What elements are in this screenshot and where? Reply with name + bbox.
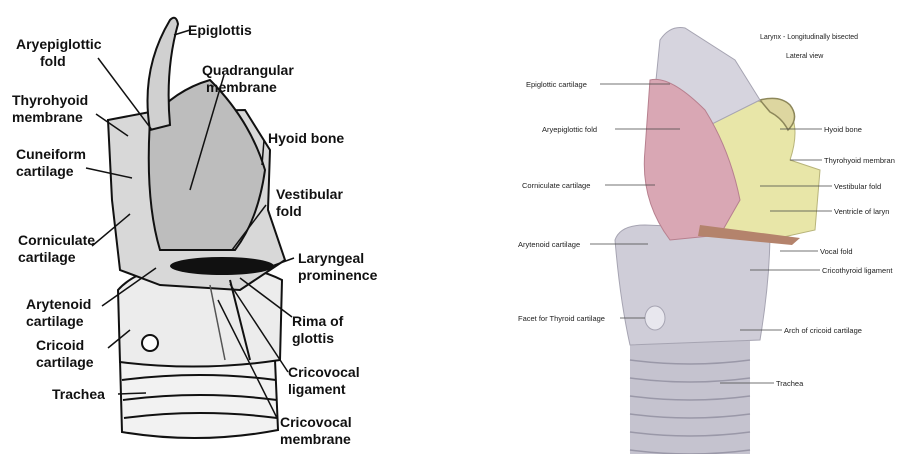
label-corniculate-line2: cartilage <box>18 249 76 266</box>
label-vocal-fold: Vocal fold <box>820 247 853 256</box>
label-arch-cricoid: Arch of cricoid cartilage <box>784 326 862 335</box>
label-corniculate-line1: Corniculate <box>18 232 95 249</box>
label-cricothyroid-ligament: Cricothyroid ligament <box>822 266 892 275</box>
label-arytenoid-line1: Arytenoid <box>26 296 91 313</box>
trachea-column-drawing <box>630 340 750 454</box>
label-thyrohyoid-line1: Thyrohyoid <box>12 92 88 109</box>
label-rima-line1: Rima of <box>292 313 343 330</box>
label-laryngeal-line2: prominence <box>298 267 377 284</box>
label-trachea-right: Trachea <box>776 379 803 388</box>
right-title-line2: Lateral view <box>786 52 823 62</box>
label-quadrangular-line1: Quadrangular <box>202 62 294 79</box>
label-epiglottic-cartilage: Epiglottic cartilage <box>526 80 587 89</box>
label-trachea: Trachea <box>52 386 105 403</box>
label-thyrohyoid-membrane: Thyrohyoid membran <box>824 156 895 165</box>
left-larynx-figure: Epiglottis Aryepiglottic fold Quadrangul… <box>0 0 420 454</box>
rima-glottis-drawing <box>170 257 274 275</box>
label-hyoid-bone-right: Hyoid bone <box>824 125 862 134</box>
label-epiglottis: Epiglottis <box>188 22 252 39</box>
label-quadrangular-line2: membrane <box>206 79 277 96</box>
label-rima-line2: glottis <box>292 330 334 347</box>
right-larynx-figure: Larynx - Longitudinally bisected Lateral… <box>470 0 907 454</box>
label-corniculate-cartilage: Corniculate cartilage <box>522 181 590 190</box>
label-cuneiform-line2: cartilage <box>16 163 74 180</box>
label-arytenoid-cartilage: Arytenoid cartilage <box>518 240 580 249</box>
label-facet-thyroid: Facet for Thyroid cartilage <box>518 314 605 323</box>
label-aryepiglottic-line2: fold <box>40 53 66 70</box>
label-hyoid-bone: Hyoid bone <box>268 130 344 147</box>
label-laryngeal-line1: Laryngeal <box>298 250 364 267</box>
label-vestibular-line1: Vestibular <box>276 186 343 203</box>
label-cuneiform-line1: Cuneiform <box>16 146 86 163</box>
label-cricoid-line2: cartilage <box>36 354 94 371</box>
right-title-line1: Larynx - Longitudinally bisected <box>760 33 858 43</box>
label-cricovocal-mem-line1: Cricovocal <box>280 414 352 431</box>
label-cricoid-line1: Cricoid <box>36 337 84 354</box>
label-vestibular-line2: fold <box>276 203 302 220</box>
label-cricovocal-lig-line2: ligament <box>288 381 346 398</box>
label-vestibular-fold: Vestibular fold <box>834 182 881 191</box>
label-arytenoid-line2: cartilage <box>26 313 84 330</box>
label-thyrohyoid-line2: membrane <box>12 109 83 126</box>
label-aryepiglottic-fold: Aryepiglottic fold <box>542 125 597 134</box>
label-cricovocal-lig-line1: Cricovocal <box>288 364 360 381</box>
label-aryepiglottic-line1: Aryepiglottic <box>16 36 102 53</box>
cricoid-body-drawing <box>615 225 770 345</box>
label-ventricle: Ventricle of laryn <box>834 207 889 216</box>
right-larynx-drawing <box>470 0 907 454</box>
label-cricovocal-mem-line2: membrane <box>280 431 351 448</box>
